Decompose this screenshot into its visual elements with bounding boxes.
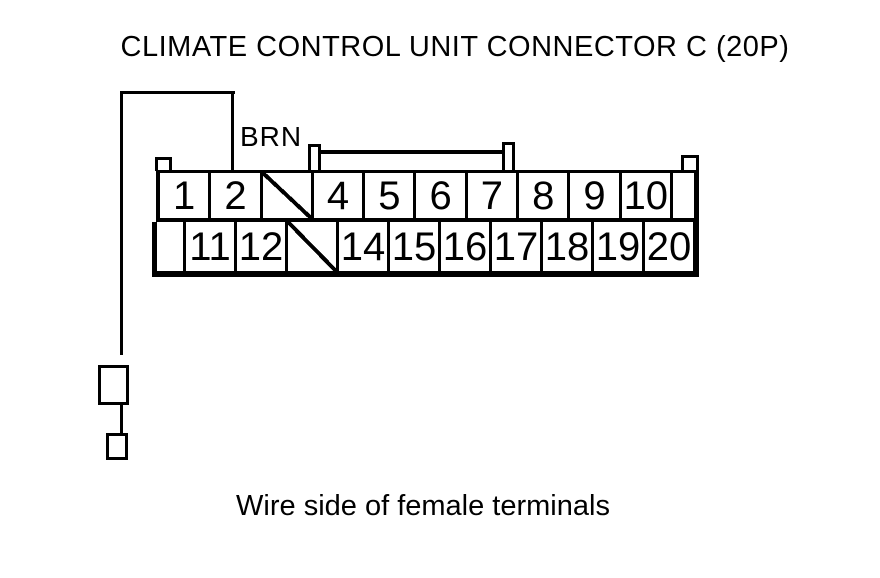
top-row-end-spacer xyxy=(673,173,694,218)
no-pin-13-slash-cell xyxy=(288,222,339,271)
pin-cell-6: 6 xyxy=(416,173,468,218)
pin-cell-2: 2 xyxy=(211,173,263,218)
pin-cell-16: 16 xyxy=(441,222,492,271)
pin-cell-10: 10 xyxy=(622,173,673,218)
pin-cell-20: 20 xyxy=(646,224,692,269)
pin-cell-17: 17 xyxy=(492,222,543,271)
bracket-right-post xyxy=(502,142,515,171)
pin-cell-5: 5 xyxy=(365,173,417,218)
connector-top-row: 1 2 4 5 6 7 8 9 10 xyxy=(156,170,699,222)
housing-right-tab xyxy=(681,155,699,171)
pin-cell-4: 4 xyxy=(314,173,366,218)
pin-cell-19: 19 xyxy=(594,222,645,271)
pin-cell-14: 14 xyxy=(339,222,390,271)
pin-cell-1: 1 xyxy=(160,173,212,218)
pin-cell-11: 11 xyxy=(186,222,237,271)
brn-wire-left-vertical-segment xyxy=(120,91,123,355)
pin-cell-12: 12 xyxy=(237,222,288,271)
wire-color-label: BRN xyxy=(240,121,303,152)
housing-left-tab xyxy=(155,157,172,171)
diagram-title: CLIMATE CONTROL UNIT CONNECTOR C (20P) xyxy=(120,31,790,63)
brn-wire-horizontal-segment xyxy=(120,91,235,94)
connector-bottom-row: 11 12 14 15 16 17 18 19 20 xyxy=(152,222,699,277)
pin-cell-7: 7 xyxy=(468,173,520,218)
pin-cell-15: 15 xyxy=(390,222,441,271)
brn-wire-lower-segment xyxy=(120,402,123,435)
pin-cell-8: 8 xyxy=(519,173,571,218)
brn-wire-to-pin2-segment xyxy=(231,91,234,172)
pin-cell-18: 18 xyxy=(543,222,594,271)
wire-side-caption: Wire side of female terminals xyxy=(236,490,610,522)
terminal-box-small xyxy=(106,433,128,460)
bracket-left-post xyxy=(308,144,321,171)
bottom-row-start-spacer xyxy=(157,222,186,271)
pin-cell-9: 9 xyxy=(570,173,622,218)
bracket-bar xyxy=(318,150,506,154)
terminal-box-large xyxy=(98,365,129,405)
no-pin-3-slash-cell xyxy=(262,173,314,218)
